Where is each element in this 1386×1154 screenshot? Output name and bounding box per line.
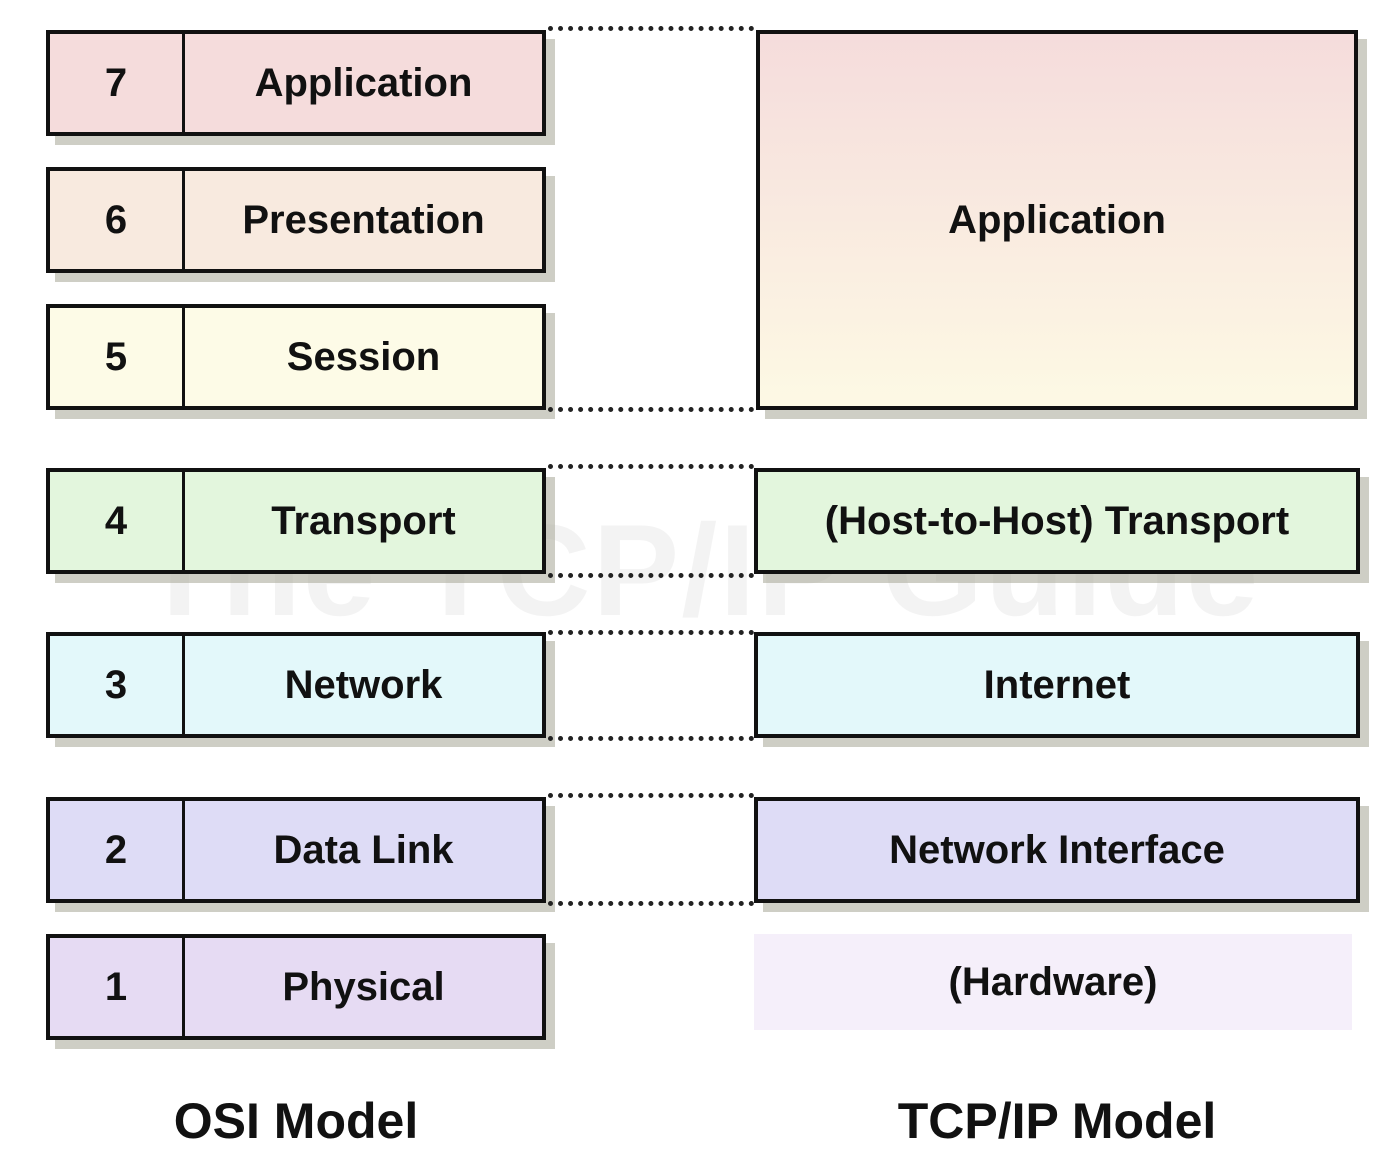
osi-layer-name: Session xyxy=(286,334,441,379)
tcpip-model-caption: TCP/IP Model xyxy=(897,1093,1217,1149)
osi-layer-number: 2 xyxy=(50,801,185,899)
osi-layer-number: 5 xyxy=(50,308,185,406)
dotted-connector xyxy=(548,901,754,906)
tcpip-layer-network-interface: Network Interface xyxy=(754,797,1360,903)
tcpip-layer-application: Application xyxy=(756,30,1358,410)
osi-layer-2: 2 Data Link xyxy=(46,797,546,903)
osi-layer-name: Network xyxy=(284,662,443,707)
dotted-connector xyxy=(548,736,754,741)
osi-layer-3: 3 Network xyxy=(46,632,546,738)
tcpip-layer-internet: Internet xyxy=(754,632,1360,738)
tcpip-layer-transport: (Host-to-Host) Transport xyxy=(754,468,1360,574)
osi-layer-7: 7 Application xyxy=(46,30,546,136)
dotted-connector xyxy=(548,793,754,798)
osi-layer-name: Presentation xyxy=(242,197,485,242)
dotted-connector xyxy=(548,464,754,469)
osi-layer-4: 4 Transport xyxy=(46,468,546,574)
osi-layer-number: 1 xyxy=(50,938,185,1036)
osi-layer-1: 1 Physical xyxy=(46,934,546,1040)
osi-layer-6: 6 Presentation xyxy=(46,167,546,273)
osi-layer-5: 5 Session xyxy=(46,304,546,410)
osi-layer-name: Transport xyxy=(271,498,456,543)
osi-layer-number: 4 xyxy=(50,472,185,570)
dotted-connector xyxy=(548,630,754,635)
tcpip-hardware-label: (Hardware) xyxy=(754,934,1352,1030)
osi-layer-name: Data Link xyxy=(273,827,454,872)
dotted-connector xyxy=(548,407,754,412)
osi-layer-number: 6 xyxy=(50,171,185,269)
dotted-connector xyxy=(548,573,754,578)
osi-layer-name: Physical xyxy=(282,964,445,1009)
osi-model-caption: OSI Model xyxy=(173,1093,419,1149)
osi-layer-name: Application xyxy=(254,60,473,105)
dotted-connector xyxy=(548,26,754,31)
osi-layer-number: 3 xyxy=(50,636,185,734)
osi-layer-number: 7 xyxy=(50,34,185,132)
